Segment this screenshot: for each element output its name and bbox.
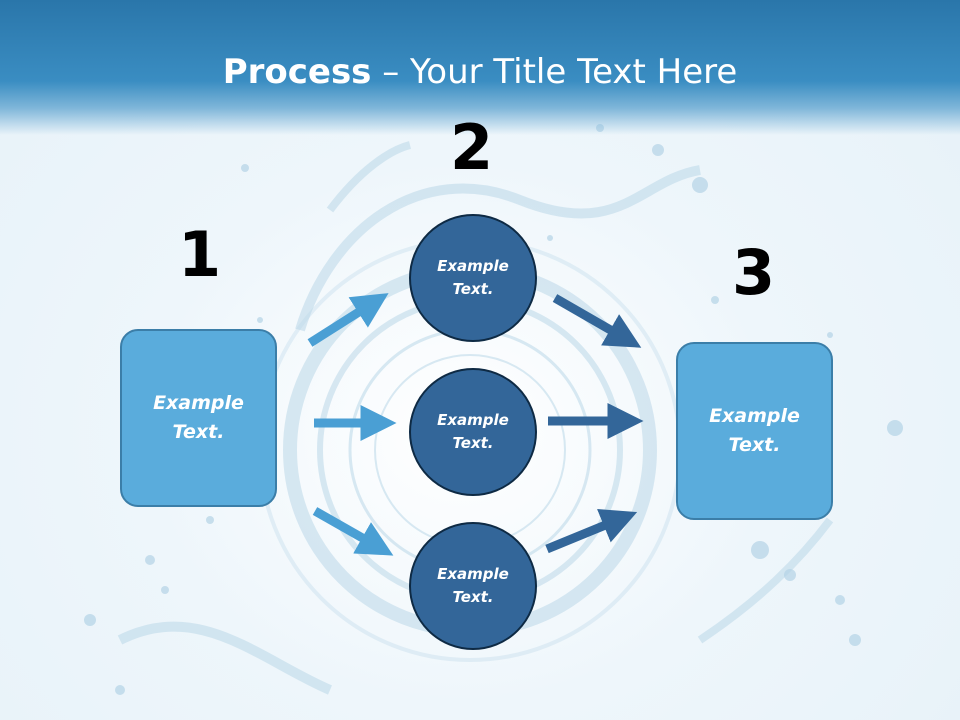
arrow-1-to-bottom: [312, 507, 394, 556]
arrow-top-to-3: [552, 294, 642, 348]
step-1-text: Example Text.: [153, 392, 244, 443]
circle-top-text: Example Text.: [437, 257, 509, 298]
circle-middle-text: Example Text.: [437, 411, 509, 452]
step-2-circle-bottom: Example Text.: [409, 522, 537, 650]
circle-bottom-text: Example Text.: [437, 565, 509, 606]
slide-title: Process – Your Title Text Here: [0, 52, 960, 92]
arrow-bottom-to-3: [545, 509, 638, 554]
title-rest: – Your Title Text Here: [371, 52, 738, 92]
step-3-text: Example Text.: [709, 405, 800, 456]
header-bar: [0, 0, 960, 135]
step-2-circle-top: Example Text.: [409, 214, 537, 342]
title-bold: Process: [222, 52, 372, 92]
step-1-box: Example Text.: [120, 329, 277, 507]
step-number-1: 1: [178, 218, 222, 291]
arrow-1-to-top: [307, 293, 389, 347]
step-number-3: 3: [732, 236, 776, 309]
step-number-2: 2: [450, 111, 494, 184]
step-2-circle-middle: Example Text.: [409, 368, 537, 496]
step-3-box: Example Text.: [676, 342, 833, 520]
